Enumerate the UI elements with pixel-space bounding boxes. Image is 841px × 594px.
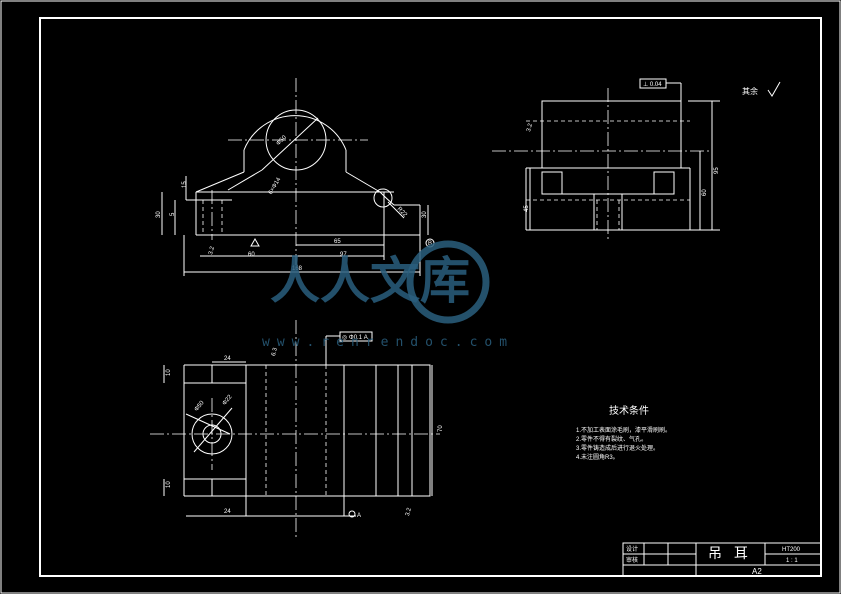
tech-requirements: 技术条件 1.不加工表面涂毛刷，漆平滑刷刷。 2.零件不得有裂纹、气孔。 3.零… xyxy=(576,404,671,461)
tech-item-4: 4.未注圆角R3。 xyxy=(576,453,619,461)
dim-24-bottom: 24 xyxy=(224,509,231,515)
dim-95: 95 xyxy=(714,167,720,174)
scale: 1 : 1 xyxy=(786,558,798,564)
dim-168: 168 xyxy=(292,266,303,272)
roughness-top-1: 6.3 xyxy=(271,347,279,357)
dim-97: 97 xyxy=(340,252,347,258)
dim-24-top: 24 xyxy=(224,356,231,362)
tech-item-3: 3.零件铸造成后进行退火处理。 xyxy=(576,444,659,452)
material: HT200 xyxy=(782,547,801,553)
dim-side-phi: Φ50 xyxy=(194,400,206,413)
dim-10-bottom: 10 xyxy=(166,481,172,488)
dim-65: 65 xyxy=(334,239,341,245)
dim-30-right: 30 xyxy=(422,211,428,218)
dim-bore-phi: Φ50 xyxy=(276,134,289,147)
part-name: 吊 耳 xyxy=(708,545,752,561)
watermark-brand: 人人文库 xyxy=(270,252,470,310)
lug-arc xyxy=(243,115,347,151)
watermark-url: www.renrendoc.com xyxy=(262,335,514,350)
tech-title: 技术条件 xyxy=(609,404,649,417)
datum-top: A xyxy=(357,513,361,519)
watermark: 人人文库 www.renrendoc.com xyxy=(262,240,514,350)
roughness-other-label: 其余 xyxy=(742,86,758,96)
datum-front: B xyxy=(428,241,432,247)
tolerance-mid: ◎ Φ0.1 A xyxy=(342,335,368,341)
roughness-front-1: 3.2 xyxy=(208,245,216,255)
front-view: Φ50 6×Φ14 R22 15 30 5 30 65 60 97 168 3.… xyxy=(156,78,435,276)
dim-15: 15 xyxy=(182,181,188,188)
tolerance-top: ⊥ 0.04 xyxy=(643,81,662,88)
dim-bolt-phi: 6×Φ14 xyxy=(268,176,283,195)
tech-item-2: 2.零件不得有裂纹、气孔。 xyxy=(576,435,647,443)
dim-side-phi2: Φ22 xyxy=(222,394,234,407)
roughness-side: 3.2 xyxy=(526,122,534,132)
dim-5: 5 xyxy=(170,212,176,216)
title-label-check: 审核 xyxy=(626,556,638,564)
side-view: ⊥ 0.04 95 60 45 3.2 其余 xyxy=(492,78,781,240)
inner-frame xyxy=(39,17,822,577)
dim-60-side: 60 xyxy=(702,189,708,196)
title-label-design: 设计 xyxy=(626,545,638,553)
tech-item-1: 1.不加工表面涂毛刷，漆平滑刷刷。 xyxy=(576,426,671,434)
dim-60: 60 xyxy=(248,252,255,258)
roughness-top-2: 3.2 xyxy=(405,507,413,517)
dim-70: 70 xyxy=(438,425,444,432)
dim-10-top: 10 xyxy=(166,369,172,376)
dim-30-left: 30 xyxy=(156,211,162,218)
watermark-logo-icon xyxy=(406,240,490,324)
roughness-check-icon xyxy=(767,81,781,97)
dim-45: 45 xyxy=(524,205,530,212)
top-view: ◎ Φ0.1 A 24 24 10 10 70 Φ50 Φ22 6.3 3.2 … xyxy=(150,320,444,540)
bore-circle xyxy=(265,109,327,171)
sheet-size: A2 xyxy=(752,567,762,576)
title-block: 设计 审核 吊 耳 HT200 1 : 1 A2 xyxy=(622,542,822,577)
dim-fillet-r: R22 xyxy=(396,206,408,218)
